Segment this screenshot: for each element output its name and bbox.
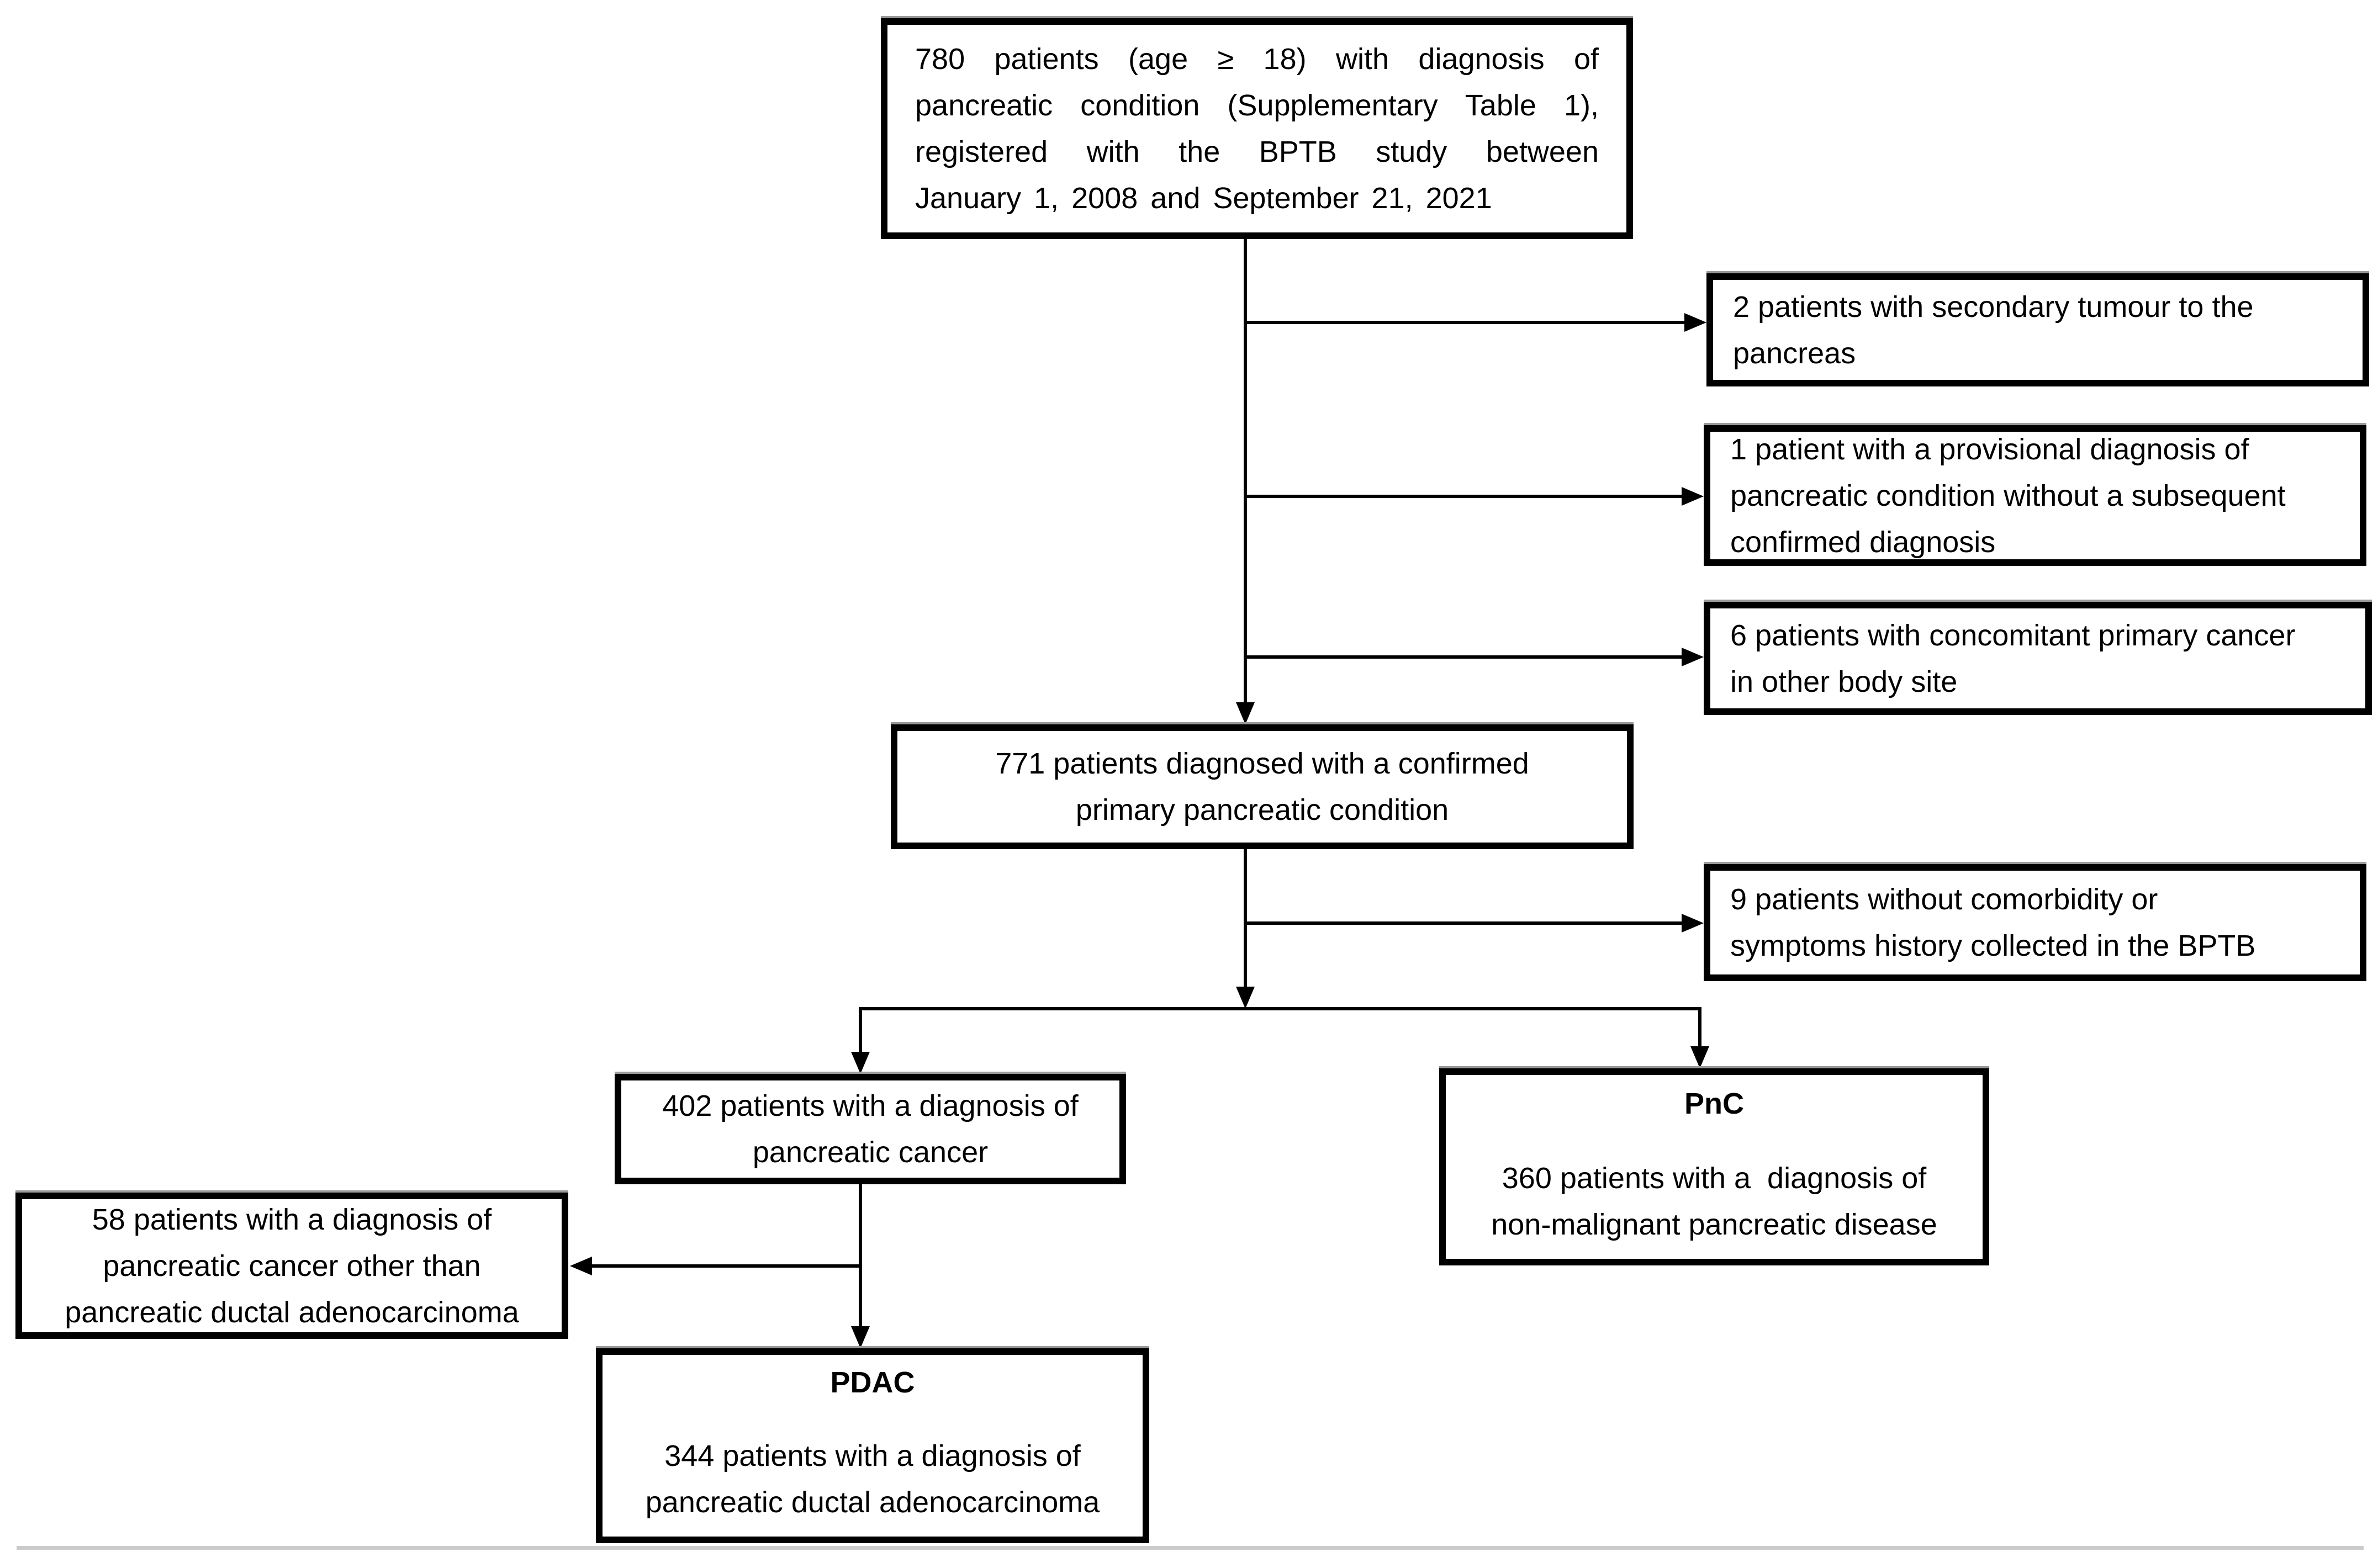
arrowhead-left-icon bbox=[570, 1257, 592, 1275]
connector-source-down bbox=[1244, 239, 1247, 703]
text-line: non-malignant pancreatic disease bbox=[1491, 1208, 1937, 1241]
box-excluded-no-history: 9 patients without comorbidity or sympto… bbox=[1704, 864, 2366, 981]
text-line: symptoms history collected in the BPTB bbox=[1730, 929, 2256, 962]
connector-confirmed-down bbox=[1244, 849, 1247, 988]
box-excluded-provisional-diagnosis: 1 patient with a provisional diagnosis o… bbox=[1704, 425, 2366, 566]
bottom-rule bbox=[17, 1546, 2364, 1550]
text-line: January 1, 2008 and September 21, 2021 bbox=[915, 182, 1492, 215]
box-source-population: 780 patients (age ≥ 18) with diagnosis o… bbox=[881, 18, 1633, 239]
text-line: 360 patients with a diagnosis of bbox=[1502, 1162, 1927, 1195]
text-line: 402 patients with a diagnosis of bbox=[662, 1089, 1079, 1122]
text-line: 771 patients diagnosed with a confirmed bbox=[995, 747, 1529, 780]
arrowhead-down-icon bbox=[851, 1326, 870, 1348]
connector-to-pnc bbox=[1698, 1007, 1701, 1047]
arrowhead-down-icon bbox=[1690, 1046, 1709, 1068]
text-line: 58 patients with a diagnosis of bbox=[92, 1203, 492, 1236]
text-line: in other body site bbox=[1730, 665, 1958, 698]
arrowhead-down-icon bbox=[851, 1052, 870, 1074]
text-line: pancreatic ductal adenocarcinoma bbox=[65, 1295, 519, 1329]
arrowhead-right-icon bbox=[1682, 914, 1704, 933]
text-line: 2 patients with secondary tumour to the bbox=[1733, 290, 2254, 324]
text-line: primary pancreatic condition bbox=[1075, 793, 1449, 827]
box-title: PnC bbox=[1684, 1087, 1744, 1120]
box-body: 360 patients with a diagnosis of non-mal… bbox=[1446, 1155, 1983, 1248]
arrowhead-right-icon bbox=[1682, 648, 1704, 666]
arrowhead-right-icon bbox=[1684, 313, 1706, 332]
text-line: pancreatic condition without a subsequen… bbox=[1730, 479, 2286, 512]
connector-branch-other-cancer bbox=[591, 1264, 860, 1268]
box-excluded-secondary-tumour: 2 patients with secondary tumour to the … bbox=[1706, 273, 2369, 386]
box-title: PDAC bbox=[830, 1366, 915, 1399]
connector-branch-secondary-tumour bbox=[1245, 321, 1685, 324]
box-other-pancreatic-cancer: 58 patients with a diagnosis of pancreat… bbox=[15, 1193, 568, 1339]
text-line: 780 patients (age ≥ 18) with diagnosis o… bbox=[915, 43, 1599, 76]
text-line: pancreatic cancer bbox=[752, 1136, 989, 1169]
connector-to-pancreatic-cancer bbox=[859, 1007, 862, 1053]
text-line: confirmed diagnosis bbox=[1730, 525, 1996, 559]
box-pnc: PnC 360 patients with a diagnosis of non… bbox=[1439, 1068, 1989, 1265]
connector-branch-no-history bbox=[1245, 921, 1683, 925]
box-body: 344 patients with a diagnosis of pancrea… bbox=[603, 1433, 1143, 1525]
box-excluded-concomitant-cancer: 6 patients with concomitant primary canc… bbox=[1704, 602, 2372, 715]
connector-to-pdac bbox=[859, 1184, 862, 1327]
box-pancreatic-cancer: 402 patients with a diagnosis of pancrea… bbox=[615, 1074, 1126, 1184]
text-line: 6 patients with concomitant primary canc… bbox=[1730, 618, 2296, 652]
arrowhead-down-icon bbox=[1236, 987, 1255, 1009]
text-line: 9 patients without comorbidity or bbox=[1730, 883, 2158, 916]
text-line: 1 patient with a provisional diagnosis o… bbox=[1730, 432, 2249, 466]
box-confirmed-primary-condition: 771 patients diagnosed with a confirmed … bbox=[891, 724, 1634, 849]
connector-branch-concomitant bbox=[1245, 655, 1683, 659]
arrowhead-down-icon bbox=[1236, 702, 1255, 724]
text-line: registered with the BPTB study between bbox=[915, 135, 1599, 168]
box-pdac: PDAC 344 patients with a diagnosis of pa… bbox=[596, 1348, 1149, 1543]
text-line: pancreas bbox=[1733, 336, 1856, 370]
text-line: pancreatic ductal adenocarcinoma bbox=[645, 1486, 1100, 1519]
connector-branch-provisional bbox=[1245, 495, 1683, 498]
connector-split-bar bbox=[859, 1007, 1701, 1010]
text-line: 344 patients with a diagnosis of bbox=[664, 1439, 1081, 1472]
text-line: pancreatic cancer other than bbox=[103, 1249, 481, 1283]
arrowhead-right-icon bbox=[1682, 487, 1704, 506]
text-line: pancreatic condition (Supplementary Tabl… bbox=[915, 89, 1599, 122]
